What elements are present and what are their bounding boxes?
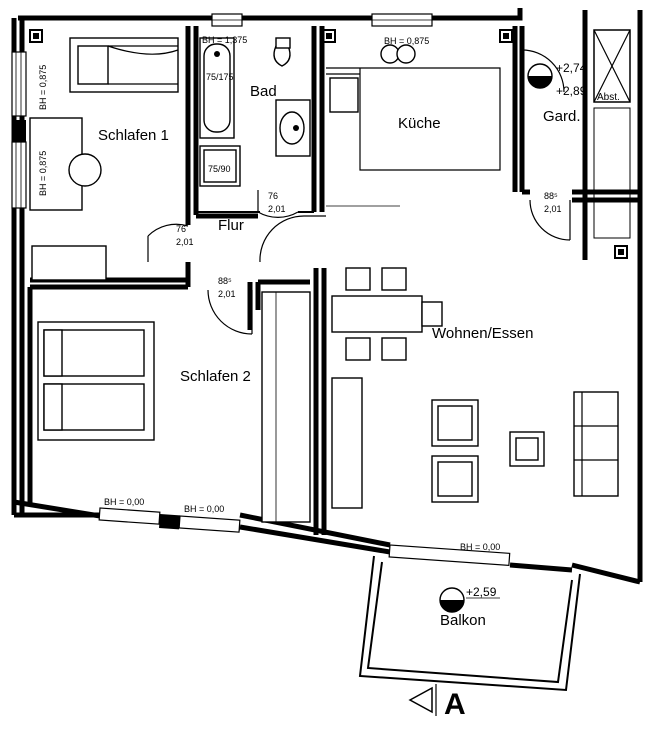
room-label-wohnen: Wohnen/Essen (432, 325, 533, 342)
shower-size-label: 75/90 (208, 164, 231, 174)
interior-walls (27, 26, 640, 535)
room-label-flur: Flur (218, 217, 244, 234)
door-bad-width: 76 (268, 191, 278, 201)
door-s1-height: 2,01 (176, 237, 194, 247)
door-s2-height: 2,01 (218, 289, 236, 299)
left-bh-labels: BH = 0,875 BH = 0,875 (38, 65, 48, 196)
schlafen2-furniture: Schlafen 2 (37, 291, 311, 523)
level-gard-top: +2,74 (556, 61, 587, 75)
bh-bottom-1: BH = 0,00 (104, 497, 144, 507)
column-markers (29, 29, 628, 259)
left-windows (11, 51, 27, 209)
room-label-schlafen2: Schlafen 2 (180, 368, 251, 385)
room-label-bad: Bad (250, 83, 277, 100)
section-marker-a: A (408, 684, 466, 721)
bh-bottom-2: BH = 0,00 (184, 504, 224, 514)
flur: Flur 76 2,01 76 2,01 88⁵ 2,01 (176, 191, 326, 335)
door-bad-height: 2,01 (268, 204, 286, 214)
abstellraum-label: Abst. (597, 92, 620, 103)
abstellraum: Abst. (593, 29, 631, 239)
door-gard-width: 88⁵ (544, 191, 558, 201)
exterior-walls (11, 8, 643, 585)
balkon: +2,59 Balkon (358, 555, 581, 692)
level-balkon: +2,59 (466, 585, 497, 599)
bh-bad-label: BH = 1,375 (202, 35, 247, 45)
bottom-windows: BH = 0,00 BH = 0,00 BH = 0,00 (98, 497, 511, 566)
door-gard-height: 2,01 (544, 204, 562, 214)
bad-fixtures: 75/175 75/90 Bad BH = 1,375 (199, 35, 311, 218)
kueche-furniture: Küche BH = 0,875 (326, 36, 501, 207)
room-label-schlafen1: Schlafen 1 (98, 127, 169, 144)
level-gard-bottom: +2,89 (556, 84, 587, 98)
top-windows (211, 13, 433, 27)
garderobe: +2,74 +2,89 Gard. 88⁵ 2,01 (521, 49, 587, 241)
room-label-gard: Gard. (543, 108, 581, 125)
room-label-balkon: Balkon (440, 612, 486, 629)
bh-balkon: BH = 0,00 (460, 542, 500, 552)
bh-kueche-label: BH = 0,875 (384, 36, 429, 46)
section-marker-label: A (444, 688, 466, 721)
room-label-kueche: Küche (398, 115, 441, 132)
wohnen-furniture: Wohnen/Essen (331, 267, 619, 509)
bh-left-top: BH = 0,875 (38, 65, 48, 110)
door-s1-width: 76 (176, 224, 186, 234)
tub-size-label: 75/175 (206, 72, 234, 82)
door-s2-width: 88⁵ (218, 276, 232, 286)
bh-left-mid: BH = 0,875 (38, 151, 48, 196)
schlafen1-furniture: Schlafen 1 (29, 37, 189, 281)
